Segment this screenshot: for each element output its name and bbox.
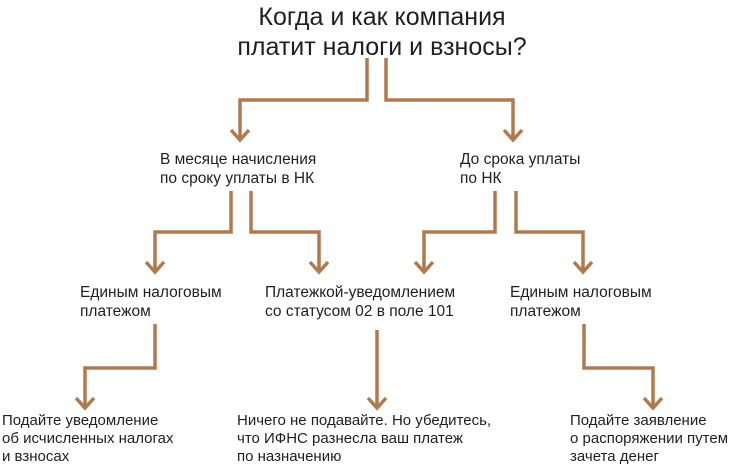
node-before-deadline: До срока уплаты по НК	[460, 150, 580, 188]
arrowhead	[144, 260, 166, 275]
node-text-line: В месяце начисления	[160, 151, 317, 168]
arrowhead	[366, 396, 388, 411]
diagram-title-line: платит налоги и взносы?	[237, 33, 527, 61]
node-submit-application: Подайте заявление о распоряжении путем з…	[570, 412, 728, 466]
connector-single-right-to-application	[582, 324, 655, 406]
node-text-line: по сроку уплаты в НК	[160, 170, 315, 187]
node-single-payment-left: Единым налоговым платежом	[80, 283, 222, 321]
connector-deadline-to-notice	[422, 191, 497, 270]
node-text-line: и взносах	[2, 448, 70, 465]
node-text-line: До срока уплаты	[460, 151, 581, 168]
connector-title-to-deadline	[384, 58, 515, 138]
connector-deadline-to-single-right	[514, 191, 585, 270]
node-text-line: о распоряжении путем	[570, 430, 729, 447]
arrowhead	[502, 128, 524, 143]
node-submit-notice: Подайте уведомление об исчисленных налог…	[2, 412, 174, 466]
connector-month-to-notice	[249, 191, 321, 270]
node-text-line: платежом	[510, 303, 581, 320]
node-text-line: что ИФНС разнесла ваш платеж	[237, 430, 463, 447]
node-text-line: об исчисленных налогах	[2, 430, 174, 447]
arrowhead	[229, 128, 251, 143]
arrowhead	[413, 260, 435, 275]
arrowhead	[642, 396, 664, 411]
node-text-line: Подайте заявление	[570, 412, 707, 429]
node-text-line: Подайте уведомление	[2, 412, 159, 429]
connector-month-to-single-left	[153, 191, 233, 270]
node-single-payment-right: Единым налоговым платежом	[510, 283, 652, 321]
diagram-title-line: Когда и как компания	[258, 3, 506, 31]
arrowhead	[308, 260, 330, 275]
node-text-line: Ничего не подавайте. Но убедитесь,	[237, 412, 492, 429]
node-submit-nothing: Ничего не подавайте. Но убедитесь, что И…	[237, 412, 491, 466]
node-text-line: Единым налоговым	[80, 284, 222, 301]
arrowhead	[572, 260, 594, 275]
connector-single-left-to-submit	[83, 324, 157, 406]
arrowhead	[74, 396, 96, 411]
node-text-line: платежом	[80, 303, 151, 320]
node-text-line: со статусом 02 в поле 101	[265, 303, 454, 320]
node-text-line: по НК	[460, 170, 502, 187]
node-text-line: Единым налоговым	[510, 284, 652, 301]
node-payment-notice: Платежкой-уведомлением со статусом 02 в …	[265, 283, 455, 321]
node-text-line: Платежкой-уведомлением	[265, 284, 456, 301]
connector-title-to-month	[238, 58, 369, 138]
node-text-line: зачета денег	[570, 448, 659, 465]
diagram-title: Когда и как компания платит налоги и взн…	[0, 2, 750, 62]
node-text-line: по назначению	[237, 448, 342, 465]
node-month-of-accrual: В месяце начисления по сроку уплаты в НК	[160, 150, 316, 188]
